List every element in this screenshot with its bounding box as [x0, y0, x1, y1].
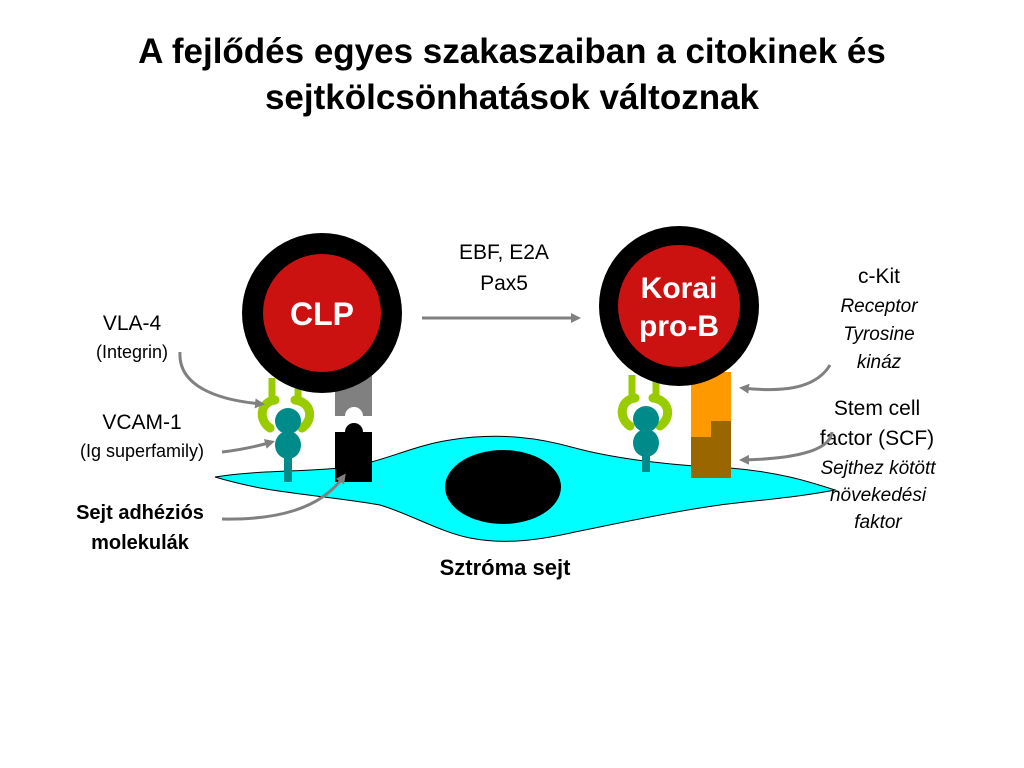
vcam1-clp	[275, 408, 301, 482]
transition-factors-line-1: EBF, E2A	[459, 241, 549, 264]
slide-title-line-1: A fejlődés egyes szakaszaiban a citokine…	[138, 32, 886, 71]
stroma-label: Sztróma sejt	[440, 555, 571, 580]
clp-cell-nucleus	[263, 254, 381, 372]
scf-pointer-arrow	[739, 431, 834, 465]
pro-b-label-line-1: Korai	[641, 272, 718, 305]
slide-title-line-2: sejtkölcsönhatások változnak	[264, 78, 760, 117]
ckit-receptor	[691, 372, 731, 437]
adhesion-molecule-pair	[335, 375, 372, 482]
vcam1-sublabel: (Ig superfamily)	[80, 441, 204, 461]
ckit-sublabel-line-3: kináz	[857, 352, 902, 373]
vla4-label: VLA-4	[103, 312, 162, 335]
vcam1-prob	[633, 406, 659, 472]
ckit-label: c-Kit	[858, 265, 900, 288]
adhesion-pointer-arrow	[221, 473, 346, 521]
scf-label-line-2: factor (SCF)	[820, 427, 934, 450]
ckit-pointer-arrow	[739, 364, 832, 394]
scf-label-line-1: Stem cell	[834, 397, 920, 420]
ckit-sublabel-line-1: Receptor	[840, 296, 918, 317]
adhesion-label-line-2: molekulák	[91, 532, 190, 554]
vcam1-label: VCAM-1	[102, 411, 181, 434]
pro-b-label-line-2: pro-B	[639, 310, 719, 343]
clp-label: CLP	[290, 296, 354, 332]
stroma-nucleus	[445, 450, 561, 524]
vla4-integrin-prob	[617, 375, 673, 431]
scf-sublabel-line-3: faktor	[854, 512, 902, 533]
vla4-pointer-arrow	[178, 351, 265, 409]
vla4-sublabel: (Integrin)	[96, 342, 168, 362]
ckit-sublabel-line-2: Tyrosine	[843, 324, 914, 345]
vcam1-pointer-arrow	[221, 439, 275, 454]
scf-sublabel-line-2: növekedési	[830, 485, 927, 506]
scf-sublabel-line-1: Sejthez kötött	[820, 458, 936, 479]
transition-factors-line-2: Pax5	[480, 272, 528, 295]
adhesion-label-line-1: Sejt adhéziós	[76, 502, 204, 524]
scf-factor	[691, 421, 731, 478]
pro-b-cell-nucleus	[618, 245, 740, 367]
